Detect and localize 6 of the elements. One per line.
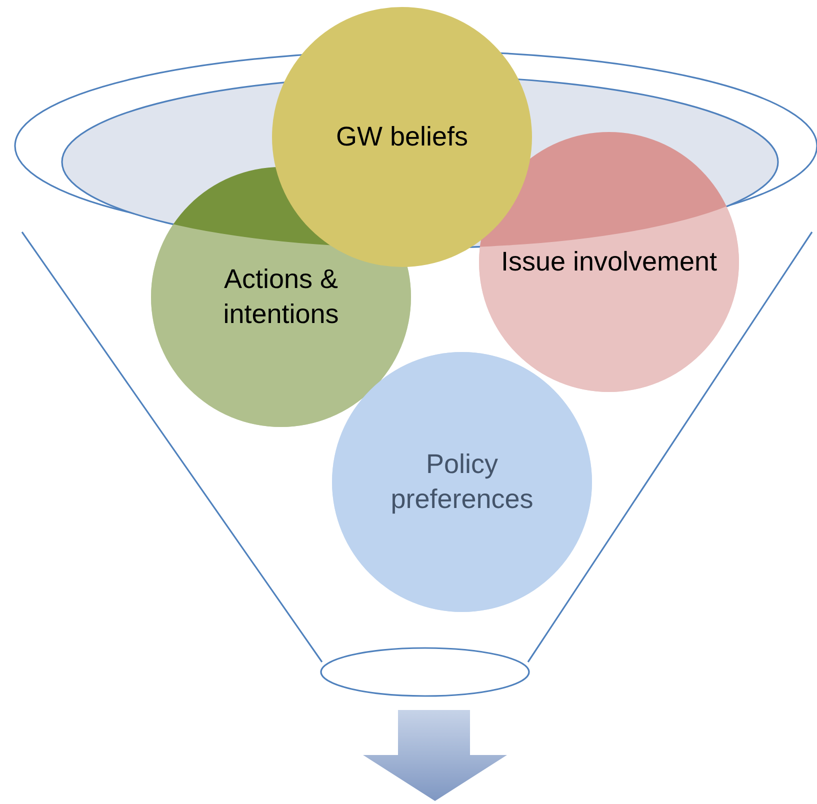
circle-label: GW beliefs <box>334 120 470 154</box>
circle-label: Actions & intentions <box>222 262 340 331</box>
circle-label: Policy preferences <box>390 448 534 516</box>
circle-label: Issue involvement <box>500 245 718 278</box>
topic-circle <box>332 352 592 612</box>
topic-circle <box>479 132 739 392</box>
